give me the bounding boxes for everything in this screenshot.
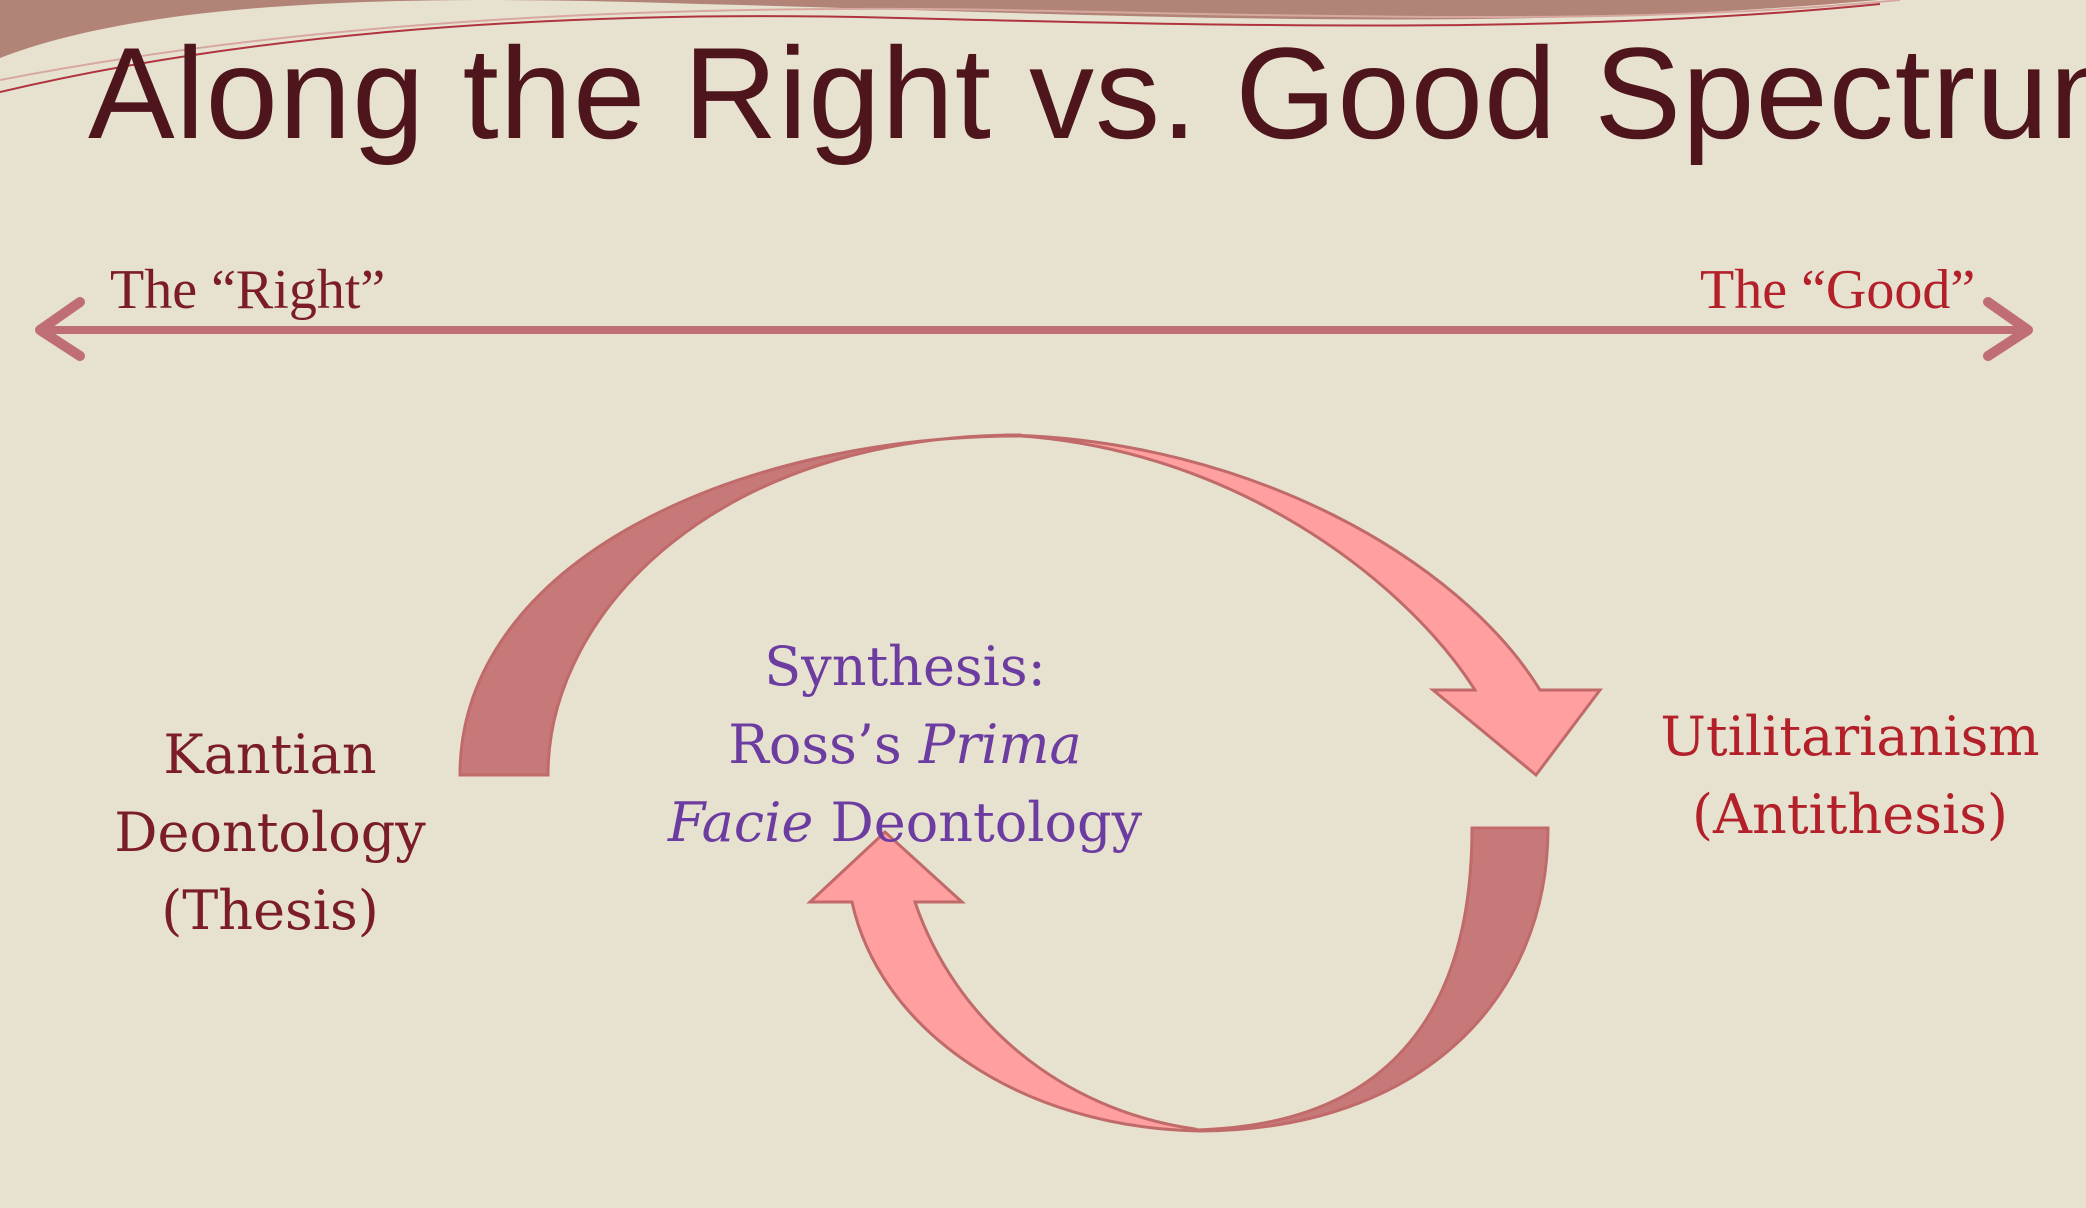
cycle-arrow-bottom-dark xyxy=(1194,826,1550,1133)
synthesis-line-3: Facie Deontology xyxy=(640,784,1170,862)
thesis-line-1: Kantian xyxy=(163,723,377,786)
spectrum-right-label: The “Good” xyxy=(1700,259,1976,321)
synthesis-line-3-plain: Deontology xyxy=(813,791,1143,854)
thesis-line-2: Deontology xyxy=(114,801,426,864)
decorative-swoosh-line xyxy=(0,3,1881,93)
thesis-line-3: (Thesis) xyxy=(161,879,379,942)
spectrum-right-arrowhead xyxy=(1983,297,2033,361)
antithesis-block: Utilitarianism (Antithesis) xyxy=(1640,698,2060,854)
antithesis-line-1: Utilitarianism xyxy=(1660,705,2040,768)
decorative-swoosh-line-2 xyxy=(0,0,1901,81)
slide-title: Along the Right vs. Good Spectrum xyxy=(88,20,2086,166)
spectrum-left-arrowhead xyxy=(35,297,85,361)
synthesis-line-2-italic: Prima xyxy=(918,713,1082,776)
cycle-arrow-bottom-light xyxy=(806,829,1201,1133)
decorative-swoosh xyxy=(0,0,1878,58)
synthesis-line-3-italic: Facie xyxy=(667,791,814,854)
cycle-arrow-top-light xyxy=(1004,433,1604,778)
synthesis-line-2: Ross’s Prima xyxy=(640,706,1170,784)
synthesis-block: Synthesis: Ross’s Prima Facie Deontology xyxy=(640,628,1170,862)
antithesis-line-2: (Antithesis) xyxy=(1691,783,2008,846)
thesis-block: Kantian Deontology (Thesis) xyxy=(60,716,480,950)
synthesis-line-2-plain: Ross’s xyxy=(728,713,919,776)
synthesis-line-1: Synthesis: xyxy=(764,635,1046,698)
spectrum-left-label: The “Right” xyxy=(110,259,386,321)
